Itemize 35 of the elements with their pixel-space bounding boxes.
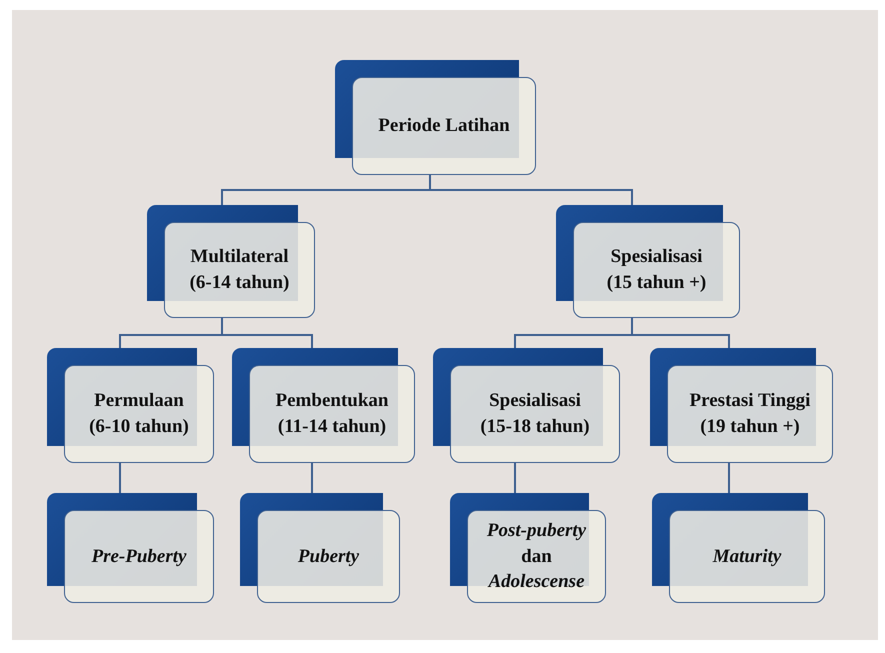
age-range: (6-14 tahun)	[190, 271, 290, 295]
stage-label: Puberty	[298, 544, 360, 569]
stacked-card	[556, 205, 740, 318]
stacked-card	[335, 60, 536, 175]
stacked-card	[47, 348, 214, 463]
age-range: (11-14 tahun)	[278, 415, 386, 439]
period-name: Periode Latihan	[378, 114, 510, 138]
stage-label: Maturity	[712, 544, 782, 569]
stacked-card	[240, 493, 400, 603]
connector-line	[514, 463, 516, 493]
period-name: Multilateral	[190, 245, 289, 270]
stacked-card	[232, 348, 415, 463]
stacked-card	[47, 493, 214, 603]
stacked-card	[147, 205, 315, 318]
connector-line	[221, 318, 313, 348]
age-range: (19 tahun +)	[700, 415, 800, 439]
period-name: Permulaan	[94, 389, 184, 414]
period-name: Pembentukan	[276, 389, 388, 414]
stacked-card	[433, 348, 620, 463]
connector-line	[631, 318, 730, 348]
age-range: (15 tahun +)	[606, 271, 706, 295]
connector-line	[429, 175, 633, 205]
stacked-card	[650, 348, 833, 463]
connector-line	[311, 463, 313, 493]
period-name: Prestasi Tinggi	[690, 389, 810, 414]
stage-label: Pre-Puberty	[92, 544, 186, 569]
connector-line	[728, 463, 730, 493]
age-range: (15-18 tahun)	[480, 415, 590, 439]
period-name: Spesialisasi	[489, 389, 581, 414]
stacked-card	[652, 493, 825, 603]
stage-label: Post-puberty dan Adolescense	[486, 519, 588, 594]
stacked-card	[450, 493, 606, 603]
age-range: (6-10 tahun)	[89, 415, 189, 439]
period-name: Spesialisasi	[610, 245, 702, 270]
connector-line	[119, 463, 121, 493]
